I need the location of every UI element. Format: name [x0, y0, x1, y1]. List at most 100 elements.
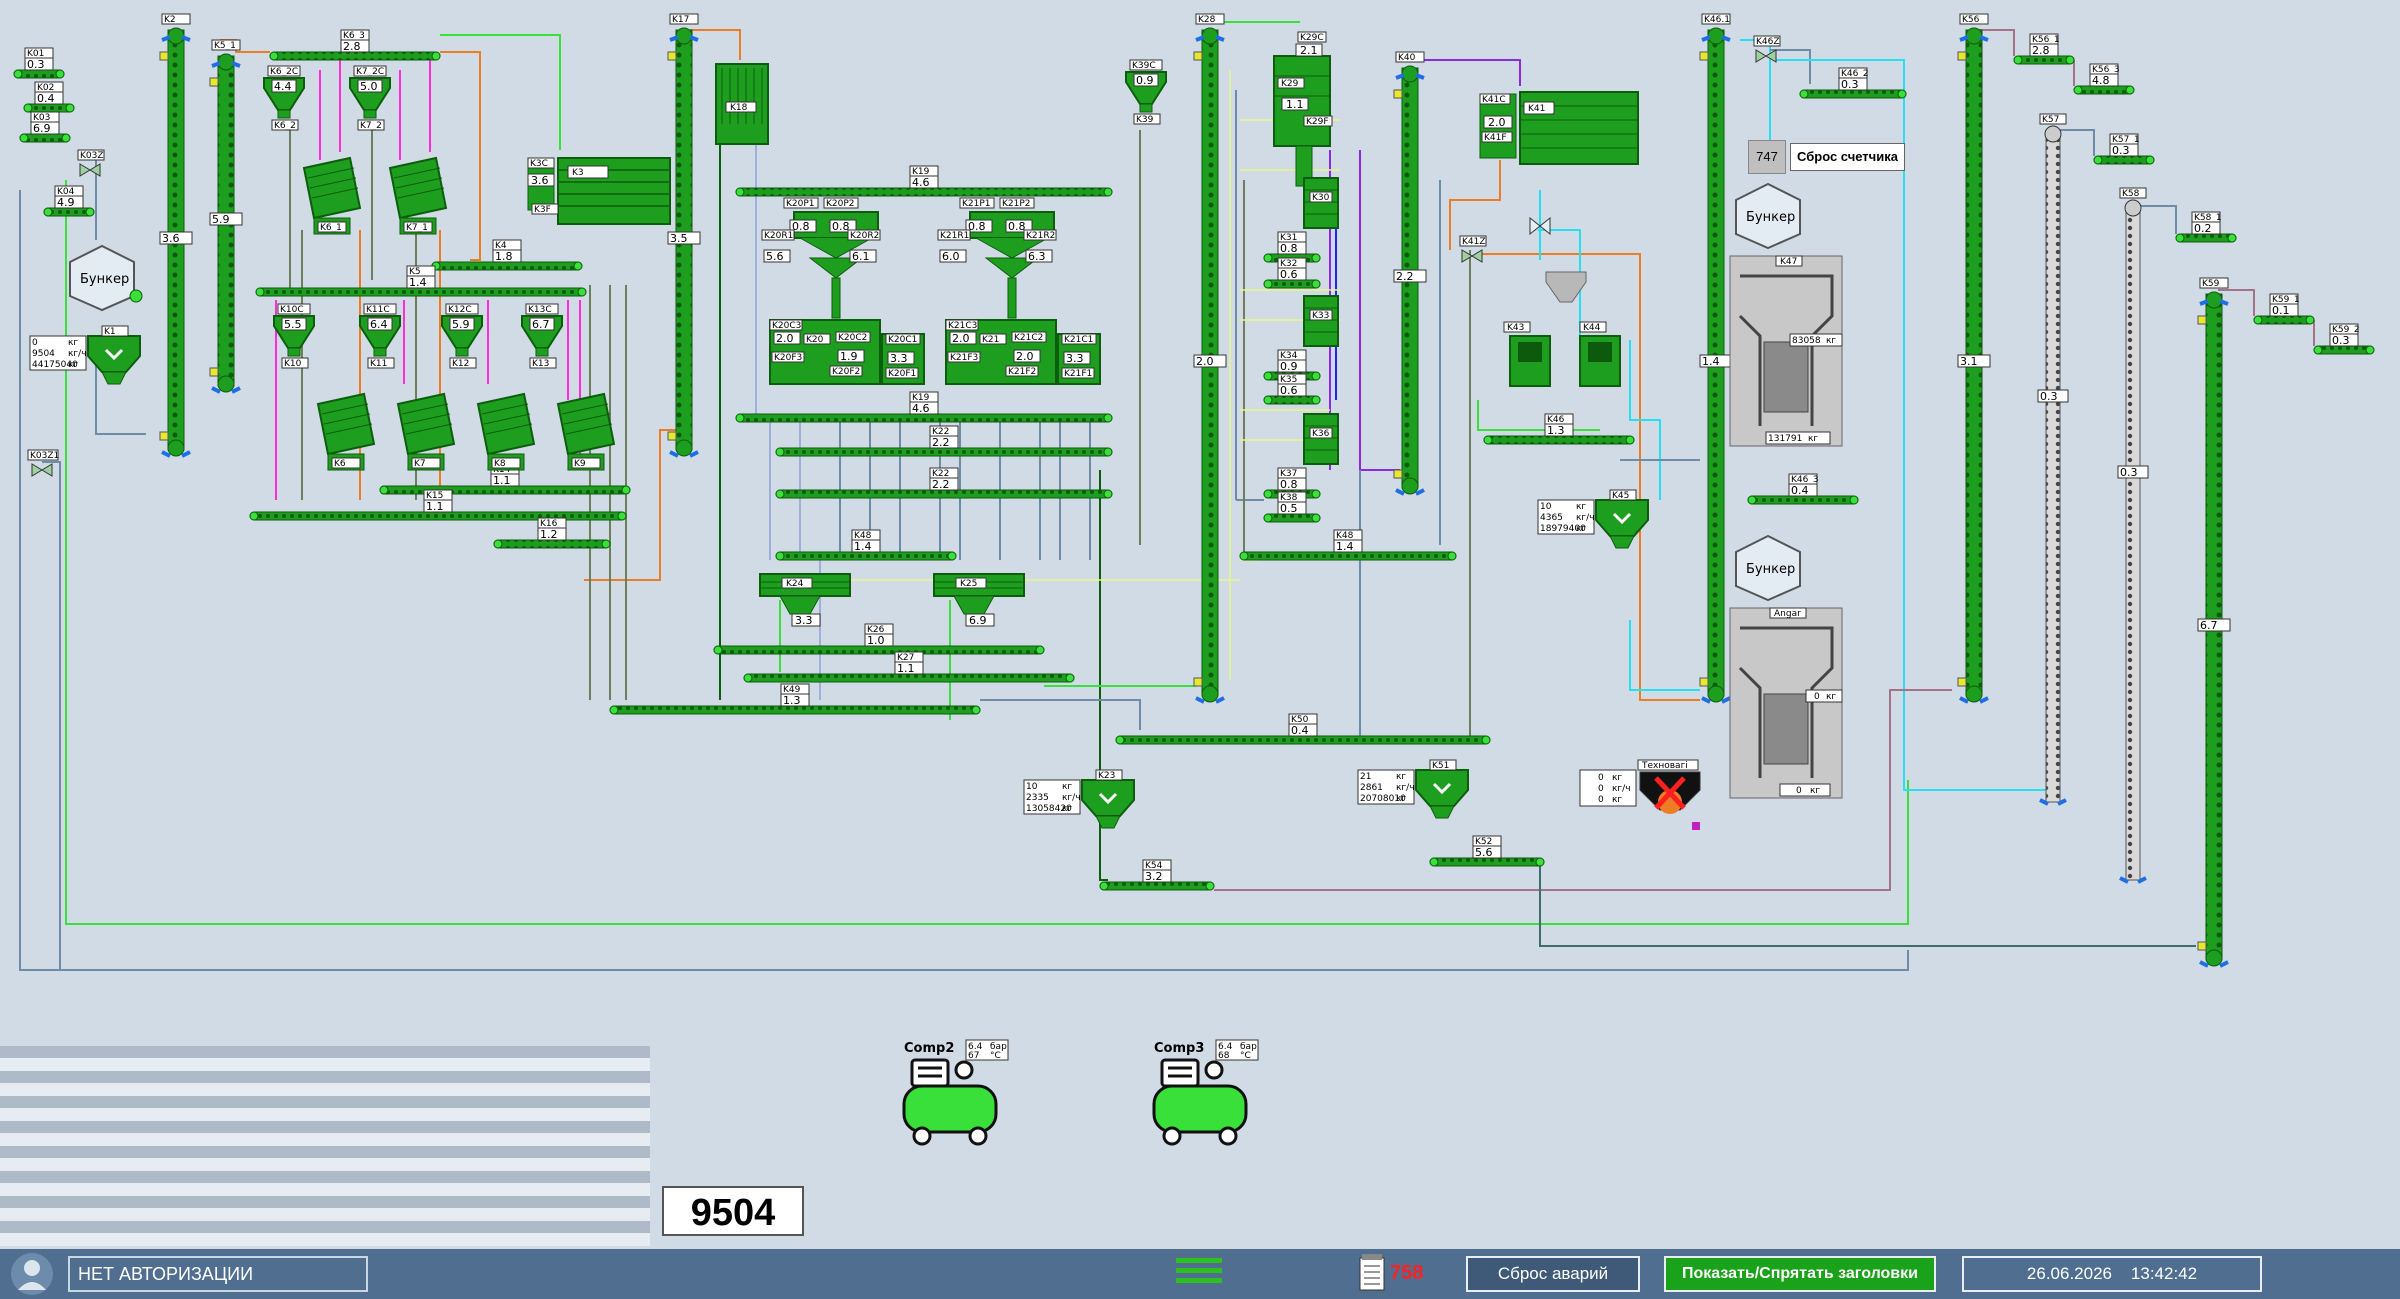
belt-k56-3[interactable]: K56_34.8 [2073, 63, 2135, 95]
auth-status[interactable]: НЕТ АВТОРИЗАЦИИ [68, 1256, 368, 1292]
belt-k46-2[interactable]: K46_20.3 [1799, 67, 1907, 99]
k18-filter[interactable]: K18 [715, 63, 769, 145]
truck-scale-k47[interactable]: K47 83058 кг 131791 кг [1729, 255, 1843, 447]
k25-machine[interactable]: K25 6.9 [933, 573, 1025, 627]
k24-machine[interactable]: K24 3.3 [759, 573, 851, 627]
elevator-k2[interactable]: K23.6 [159, 13, 193, 458]
k46z-valve[interactable]: K46Z [1753, 35, 1781, 63]
k33-unit[interactable]: K33 [1303, 295, 1339, 347]
belt-tag: K27 [897, 653, 914, 663]
belt-k59-1[interactable]: K59_10.1 [2253, 293, 2315, 325]
alarm-log-icon[interactable] [1358, 1254, 1388, 1294]
mill-k6-1[interactable]: K6_1 [302, 156, 362, 235]
k24-value: 3.3 [795, 614, 813, 627]
belt-value: 0.4 [1291, 724, 1309, 737]
tehnovagi-scale[interactable]: Техновагi 0 кг 0 кг/ч 0 кг [1579, 759, 1701, 830]
k43-machine[interactable]: K43 [1503, 321, 1551, 387]
mill-k6[interactable]: K6 [316, 392, 376, 471]
k36-unit[interactable]: K36 [1303, 413, 1339, 465]
mill-k7-1[interactable]: K7_1 [388, 156, 448, 235]
diverter-valve[interactable] [1529, 216, 1551, 236]
user-icon[interactable] [10, 1252, 54, 1296]
mill-k8[interactable]: K8 [476, 392, 536, 471]
belt-k46-3[interactable]: K46_30.4 [1747, 473, 1859, 505]
k29-separator[interactable]: K29C 2.1 K29 1.1 K29F [1273, 31, 1333, 187]
k44-machine[interactable]: K44 [1579, 321, 1621, 387]
scale-row-unit: кг/ч [1062, 793, 1081, 803]
k03z1-valve[interactable]: K03Z1 [27, 449, 59, 477]
elevator-k46-1[interactable]: K46.11.4 [1699, 13, 1733, 704]
mill-k7[interactable]: K7 [396, 392, 456, 471]
belt-tag: K59_1 [2272, 295, 2300, 305]
belt-k4[interactable]: K41.8 [431, 239, 583, 271]
bunker-left: Бункер [69, 244, 143, 312]
reset-alarms-button[interactable]: Сброс аварий [1466, 1256, 1640, 1292]
cyclone-k6_2[interactable]: K6_2C4.4K6_2 [263, 65, 305, 131]
reset-counter[interactable]: 747 Сброс счетчика [1748, 140, 1905, 174]
belt-k56-1[interactable]: K56_12.8 [2013, 33, 2075, 65]
k41z-valve[interactable]: K41Z [1459, 235, 1487, 263]
belt-value: 2.8 [2032, 44, 2050, 57]
k30-unit[interactable]: K30 [1303, 177, 1339, 229]
k41-dryer[interactable]: K41C K41 2.0 K41F [1479, 91, 1639, 165]
toggle-headers-button[interactable]: Показать/Спрятать заголовки [1664, 1256, 1936, 1292]
truck-scale-angar[interactable]: Angar 0 кг 0 кг [1729, 607, 1843, 799]
cyclone-k7_2[interactable]: K7_2C5.0K7_2 [349, 65, 391, 131]
belt-tag: K22 [932, 469, 949, 479]
k3-machine[interactable]: K3 K3C 3.6 K3F [527, 157, 671, 225]
reset-counter-button[interactable]: Сброс счетчика [1790, 143, 1905, 171]
belt-k6-3[interactable]: K6_32.8 [269, 29, 441, 61]
belt-k5[interactable]: K51.4 [255, 265, 587, 297]
belt-k57-1[interactable]: K57_10.3 [2093, 133, 2155, 165]
belt-k59-2[interactable]: K59_20.3 [2313, 323, 2375, 355]
mill-k9[interactable]: K9 [556, 392, 616, 471]
elevator-k5-1[interactable]: K5_15.9 [209, 39, 243, 394]
k03z-valve[interactable]: K03Z [77, 149, 105, 177]
menu-icon[interactable] [1176, 1258, 1222, 1290]
belt-value: 0.6 [1280, 384, 1298, 397]
belt-k58-1[interactable]: K58_10.2 [2175, 211, 2237, 243]
